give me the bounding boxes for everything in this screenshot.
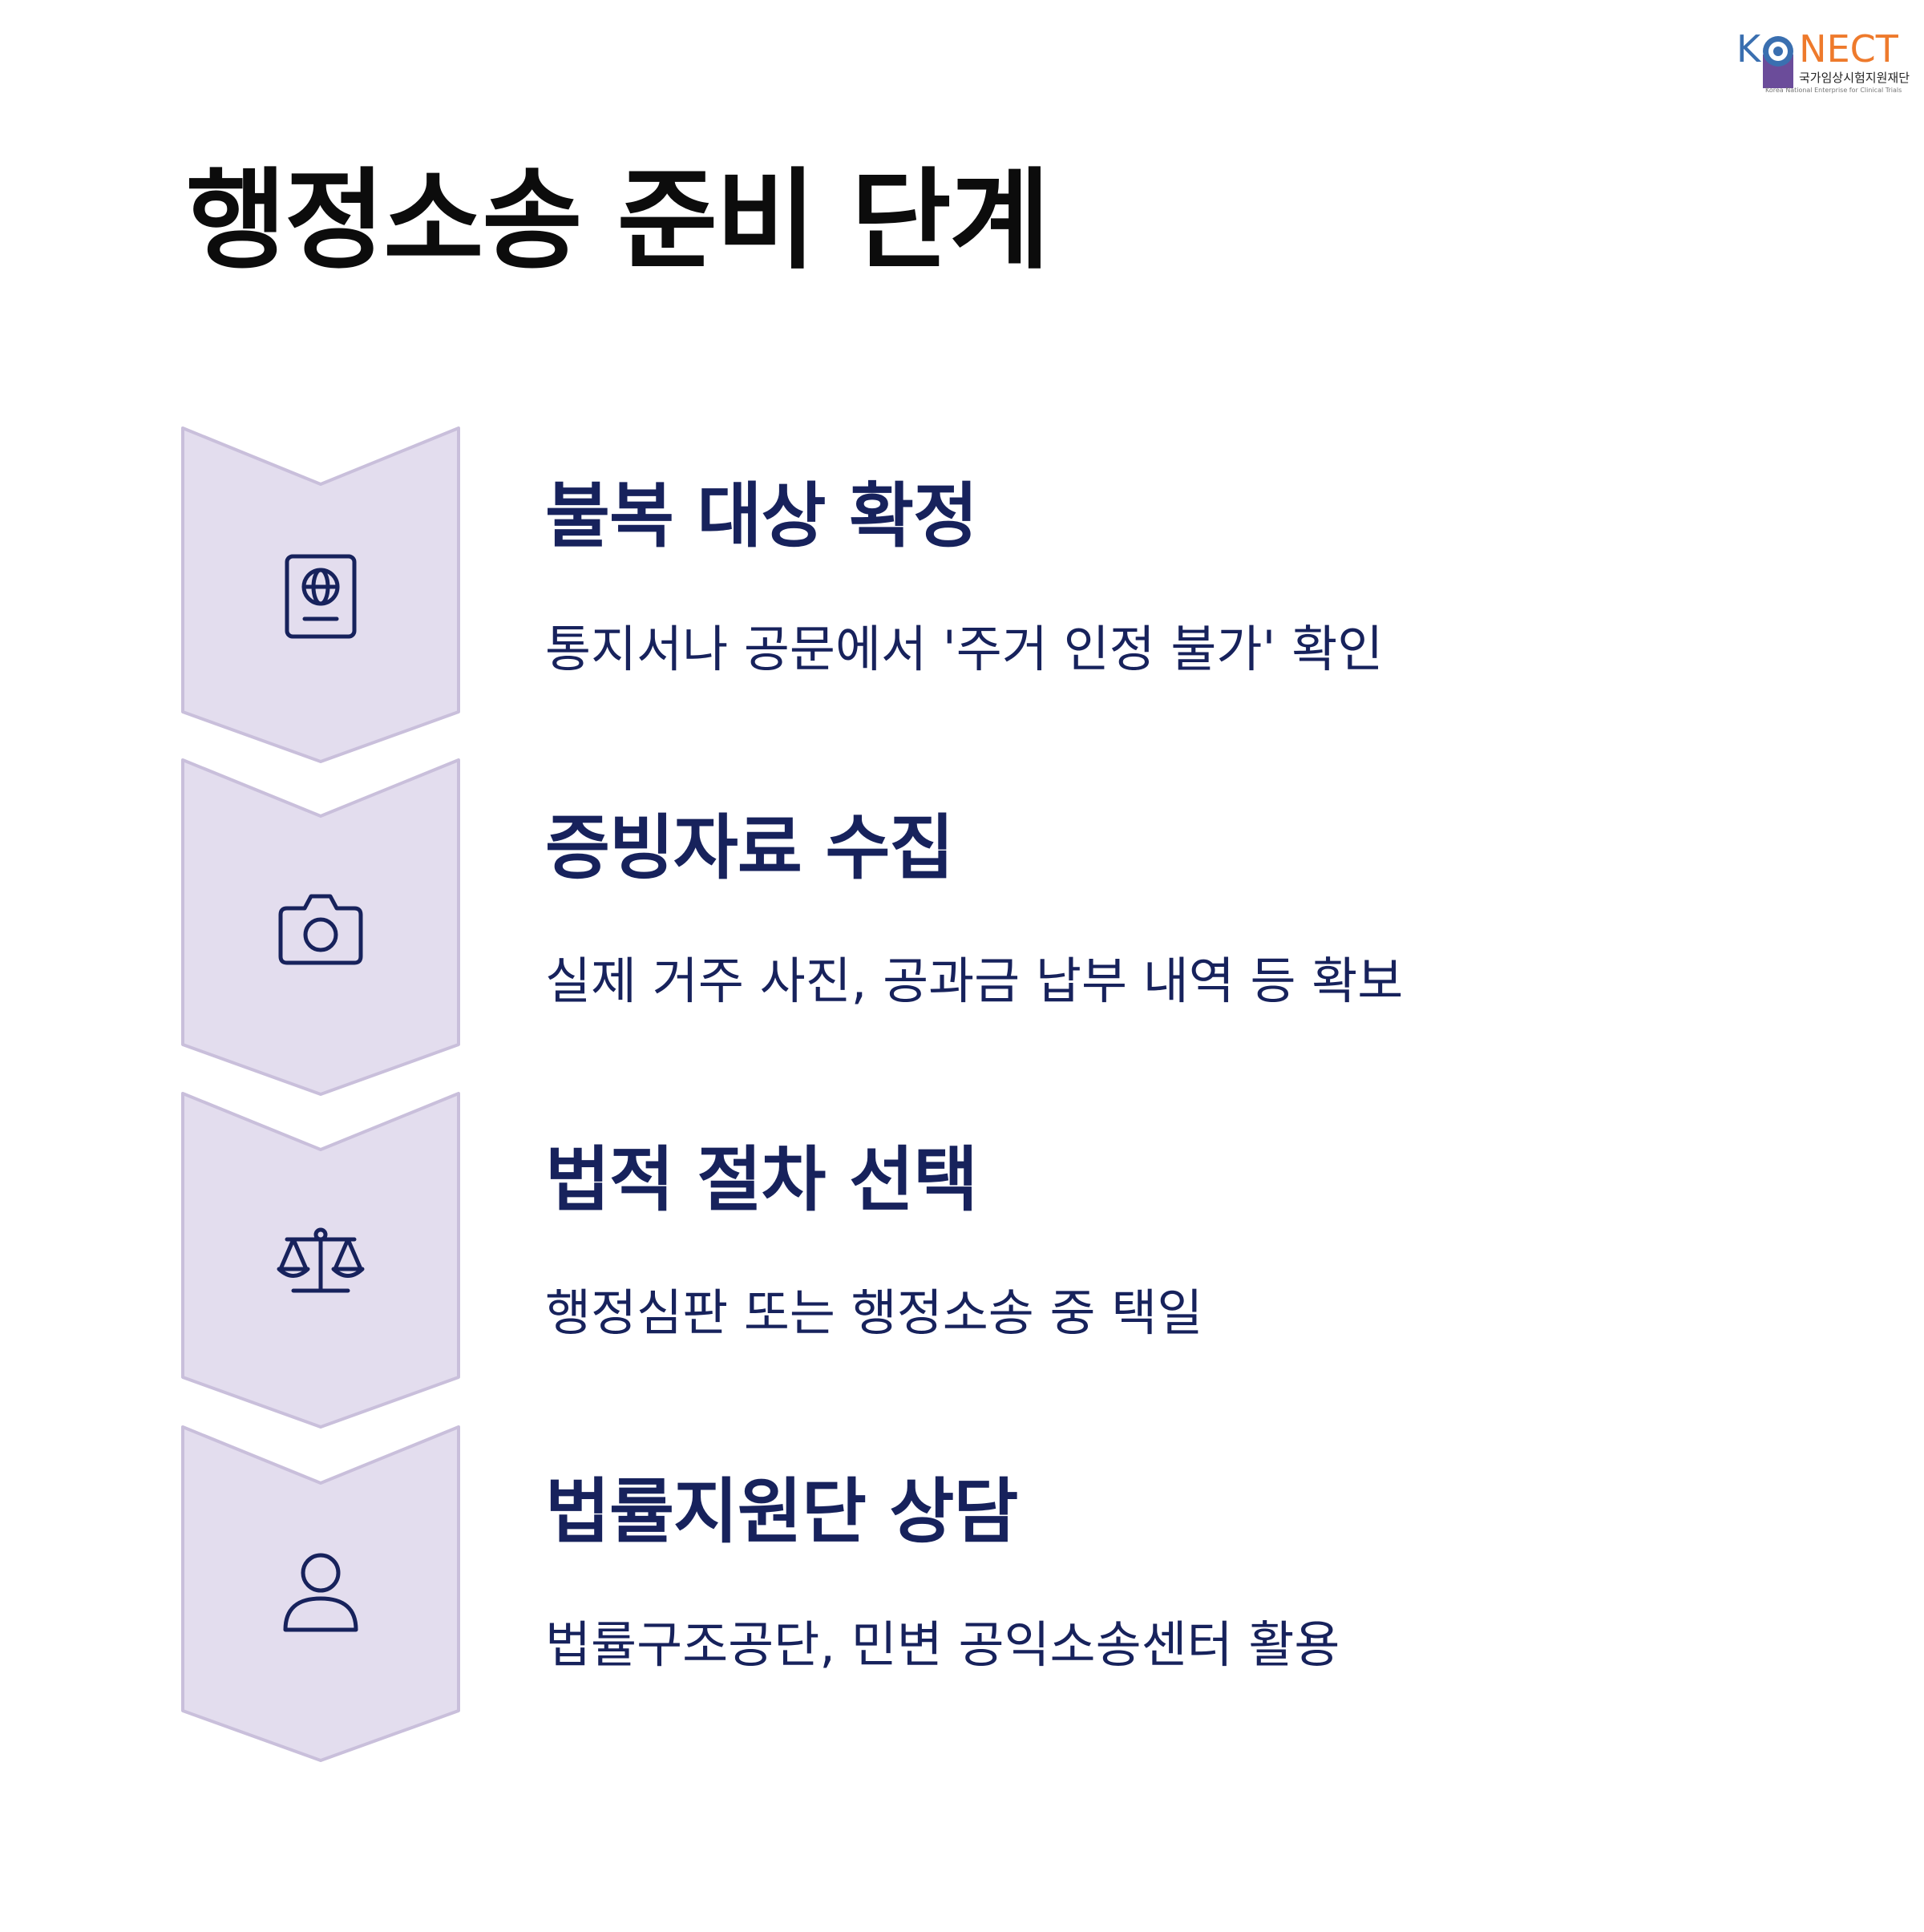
step-2-description: 실제 거주 사진, 공과금 납부 내역 등 확보 xyxy=(545,952,1404,1010)
logo-english-name: Korea National Enterprise for Clinical T… xyxy=(1765,87,1902,94)
step-1-description: 통지서나 공문에서 '주거 인정 불가' 확인 xyxy=(545,620,1384,678)
scales-icon xyxy=(277,1227,365,1293)
step-2-title: 증빙자료 수집 xyxy=(545,806,954,889)
logo-korean-name: 국가임상시험지원재단 xyxy=(1799,71,1910,85)
step-4-title: 법률지원단 상담 xyxy=(545,1470,1018,1553)
step-1-title: 불복 대상 확정 xyxy=(545,475,978,557)
logo-letters-rest: NECT xyxy=(1799,27,1898,71)
logo-wordmark: K NECT xyxy=(1736,29,1905,69)
step-4-description: 법률구조공단, 민변 공익소송센터 활용 xyxy=(545,1615,1340,1674)
chevron-step-2 xyxy=(181,758,460,1096)
page-title: 행정소송 준비 단계 xyxy=(186,158,1050,285)
step-3-title: 법적 절차 선택 xyxy=(545,1138,978,1221)
konect-logo: K NECT 국가임상시험지원재단 Korea National Enterpri… xyxy=(1736,29,1910,101)
person-icon xyxy=(283,1553,358,1632)
step-3-description: 행정심판 또는 행정소송 중 택일 xyxy=(545,1283,1203,1342)
logo-globe-icon xyxy=(1763,36,1793,88)
chevron-step-4 xyxy=(181,1425,460,1762)
camera-icon xyxy=(278,894,363,965)
logo-letter-k: K xyxy=(1736,27,1761,71)
process-chevron-track xyxy=(181,426,460,1762)
passport-icon xyxy=(285,554,357,639)
chevron-step-1 xyxy=(181,426,460,763)
